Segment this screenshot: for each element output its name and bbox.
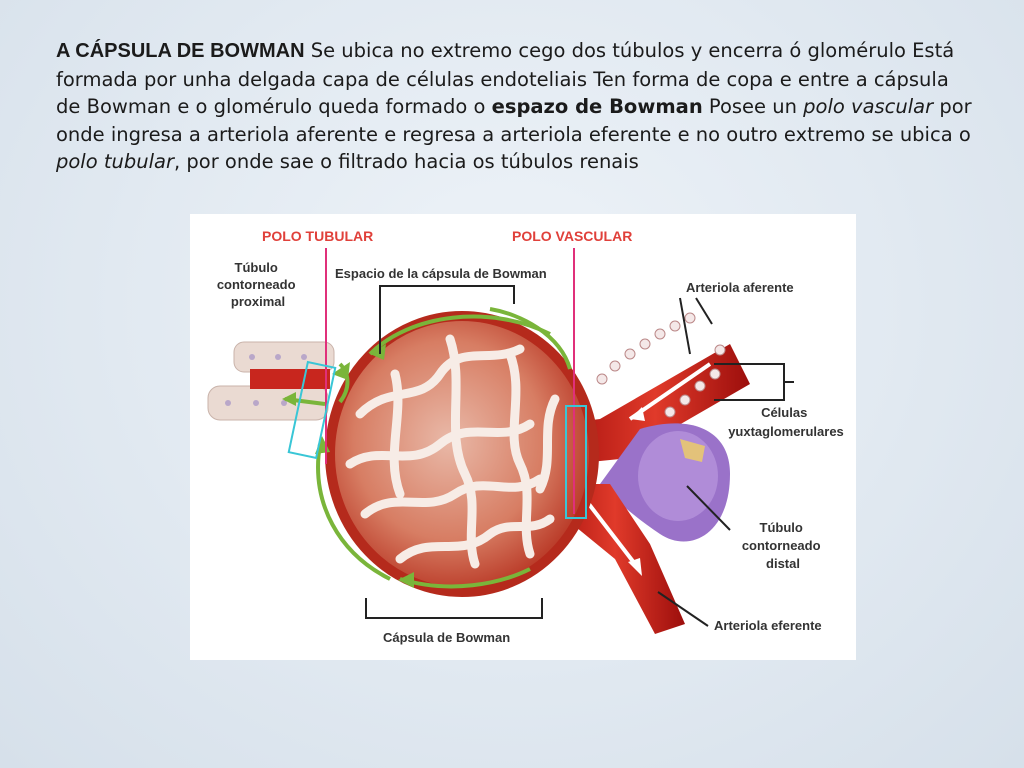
paragraph-segment-5: por onde ingresa a arteriola aferente e …: [56, 95, 972, 146]
label-arteriola-eferente: Arteriola eferente: [714, 618, 822, 633]
label-celulas-yuxtaglomerulares: Células yuxtaglomerulares: [728, 405, 844, 439]
paragraph-segment-6: polo tubular: [56, 150, 174, 173]
proximal-tubule: [207, 341, 335, 421]
label-polo-vascular: POLO VASCULAR: [512, 228, 632, 244]
label-capsula-bowman: Cápsula de Bowman: [383, 630, 510, 645]
bowman-capsule: [282, 307, 599, 597]
label-tubulo-proximal: Túbulo contorneado proximal: [217, 260, 299, 309]
label-tubulo-distal: Túbulo contorneado distal: [742, 520, 824, 571]
label-espacio-capsula: Espacio de la cápsula de Bowman: [335, 266, 547, 281]
bowman-diagram: POLO TUBULAR POLO VASCULAR Túbulo contor…: [207, 228, 844, 645]
paragraph-segment-2: espazo de Bowman: [491, 95, 703, 118]
label-arteriola-aferente: Arteriola aferente: [686, 280, 794, 295]
leader-lines: [365, 285, 794, 627]
paragraph-segment-3: Posee un: [702, 95, 804, 118]
bowman-capsule-figure: POLO TUBULAR POLO VASCULAR Túbulo contor…: [190, 214, 856, 660]
paragraph-segment-0: A CÁPSULA DE BOWMAN: [56, 40, 305, 62]
paragraph-segment-1: Se ubica no extremo cego dos túbulos y e…: [56, 39, 955, 118]
slide-paragraph: A CÁPSULA DE BOWMAN Se ubica no extremo …: [56, 37, 976, 176]
pole-markers: [287, 248, 587, 519]
paragraph-segment-4: polo vascular: [803, 95, 934, 118]
label-polo-tubular: POLO TUBULAR: [262, 228, 373, 244]
paragraph-segment-7: , por onde sae o filtrado hacia os túbul…: [173, 150, 639, 173]
afferent-arteriole: [560, 312, 750, 464]
